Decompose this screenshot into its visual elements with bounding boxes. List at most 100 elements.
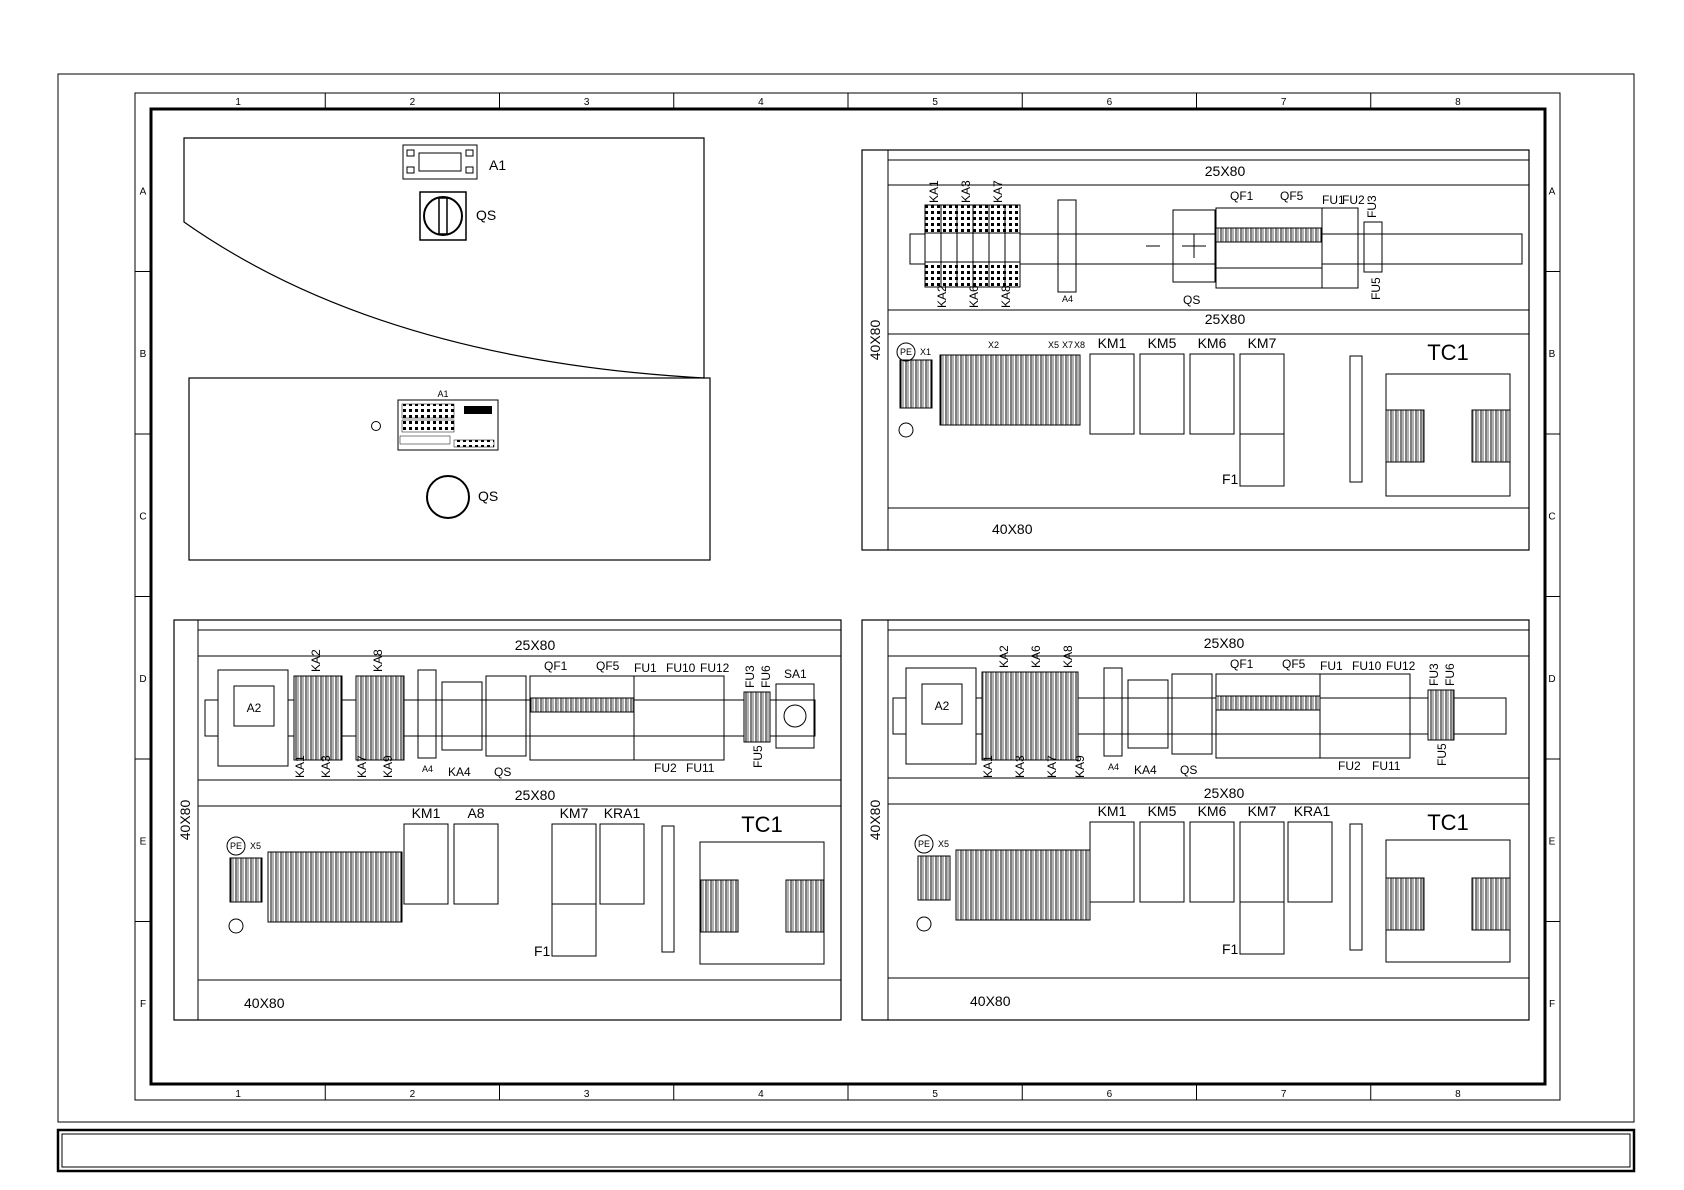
- contactor-kra1: [1287, 821, 1333, 903]
- relay-label-ka7: KA7: [991, 180, 1005, 203]
- ka1-label: KA1: [293, 755, 307, 778]
- module-label: A2: [247, 701, 262, 715]
- qs-label: QS: [494, 765, 511, 779]
- relay-label-ka2: KA2: [935, 285, 949, 308]
- row-label: C: [1548, 511, 1555, 522]
- relay-block-2: [355, 675, 405, 761]
- x5-label: X5: [250, 841, 261, 851]
- din-rail: [204, 699, 816, 737]
- transformer-tc1: [1385, 373, 1511, 497]
- ground-screw-icon: [371, 421, 381, 431]
- terminal-strip-pe: [229, 857, 263, 903]
- x1-label: X1: [920, 347, 931, 357]
- fu1-label: FU1: [634, 661, 657, 675]
- km1-label: KM1: [1098, 803, 1127, 819]
- contactor-km7: [551, 823, 597, 905]
- qf5-label: QF5: [1280, 189, 1304, 203]
- fu11-label: FU11: [686, 761, 715, 775]
- km7-label: KM7: [560, 805, 589, 821]
- row-label: F: [1549, 999, 1555, 1010]
- power-supply-a4: [417, 669, 437, 759]
- qf1-label: QF1: [1230, 657, 1254, 671]
- panel-bottom-left: 25X80 25X80 40X80 40X80 A2 KA2 KA8 KA1 K…: [173, 619, 842, 1021]
- pe-icon: [896, 342, 916, 362]
- relay-label-ka3: KA3: [959, 180, 973, 203]
- cable-duct-vertical: [661, 825, 675, 953]
- duct-label-side: 40X80: [177, 800, 193, 841]
- breaker-block-qf: [1215, 207, 1323, 289]
- column-label: 8: [1455, 97, 1461, 108]
- rail-label-mid: 25X80: [515, 787, 556, 803]
- column-label: 7: [1281, 97, 1287, 108]
- contactor-km7: [1239, 821, 1285, 903]
- relay-ka4: [441, 681, 483, 751]
- pe-label: PE: [918, 839, 930, 849]
- qs-breaker: [485, 675, 527, 757]
- duct-label-side: 40X80: [867, 800, 883, 841]
- fu2-label: FU2: [1338, 759, 1361, 773]
- fuse-block: [633, 675, 725, 761]
- fu5-label: FU5: [1369, 277, 1383, 300]
- pe-label: PE: [230, 841, 242, 851]
- ka8-label: KA8: [371, 649, 385, 672]
- ka9-label: KA9: [381, 755, 395, 778]
- ka1-label: KA1: [981, 755, 995, 778]
- column-label: 1: [235, 1089, 241, 1100]
- row-label: B: [1549, 349, 1556, 360]
- km7-label: KM7: [1248, 803, 1277, 819]
- overload-f1: [1239, 901, 1285, 955]
- fuse-pair: [743, 691, 771, 743]
- x5-label: X5: [938, 839, 949, 849]
- row-label: A: [140, 186, 147, 197]
- relay-block: [981, 671, 1079, 761]
- terminal-strip: [899, 354, 1081, 426]
- relay-label-ka1: KA1: [927, 180, 941, 203]
- duct-label-bottom: 40X80: [244, 995, 285, 1011]
- x8-label: X8: [1074, 340, 1085, 350]
- grid-frame: [134, 92, 1561, 1101]
- km5-label: KM5: [1148, 803, 1177, 819]
- x7-label: X7: [1062, 340, 1073, 350]
- f1-label: F1: [534, 943, 551, 959]
- module-a2: [217, 669, 289, 767]
- fu12-label: FU12: [1386, 659, 1416, 673]
- psu-label: A4: [1108, 762, 1119, 772]
- ka7-label: KA7: [1045, 755, 1059, 778]
- selector-sa1: [775, 683, 815, 749]
- psu-label: A4: [1062, 294, 1073, 304]
- door-back-outline: [188, 377, 711, 561]
- qf1-label: QF1: [544, 659, 568, 673]
- row-label: E: [1549, 836, 1556, 847]
- ka7-label: KA7: [355, 755, 369, 778]
- switch-label: QS: [476, 207, 496, 223]
- tc1-label: TC1: [1427, 340, 1469, 365]
- qs-label: QS: [1183, 293, 1200, 307]
- fu3-label: FU3: [743, 665, 757, 688]
- column-label: 3: [584, 97, 590, 108]
- fu11-label: FU11: [1372, 759, 1401, 773]
- display-a1: [402, 144, 478, 180]
- controller-a1: [397, 399, 499, 451]
- kra1-label: KRA1: [1294, 803, 1331, 819]
- contactor-km6: [1189, 821, 1235, 903]
- sa1-label: SA1: [784, 667, 807, 681]
- tc1-label: TC1: [741, 812, 783, 837]
- door-outline: [183, 137, 705, 379]
- pe-label: PE: [900, 347, 912, 357]
- column-label: 3: [584, 1089, 590, 1100]
- psu-label: A4: [422, 764, 433, 774]
- duct-label-bottom: 40X80: [970, 993, 1011, 1009]
- contactor-a8: [453, 823, 499, 905]
- fuse-pair: [1427, 689, 1455, 741]
- column-label: 2: [410, 1089, 416, 1100]
- relay-block-ka: [924, 204, 1021, 288]
- kra1-label: KRA1: [604, 805, 641, 821]
- ka4-label: KA4: [448, 765, 471, 779]
- fuse-block: [1321, 207, 1359, 289]
- fu6-label: FU6: [759, 665, 773, 688]
- row-label: A: [1549, 186, 1556, 197]
- ka8-label: KA8: [1061, 645, 1075, 668]
- km7-label: KM7: [1248, 335, 1277, 351]
- f1-label: F1: [1222, 941, 1239, 957]
